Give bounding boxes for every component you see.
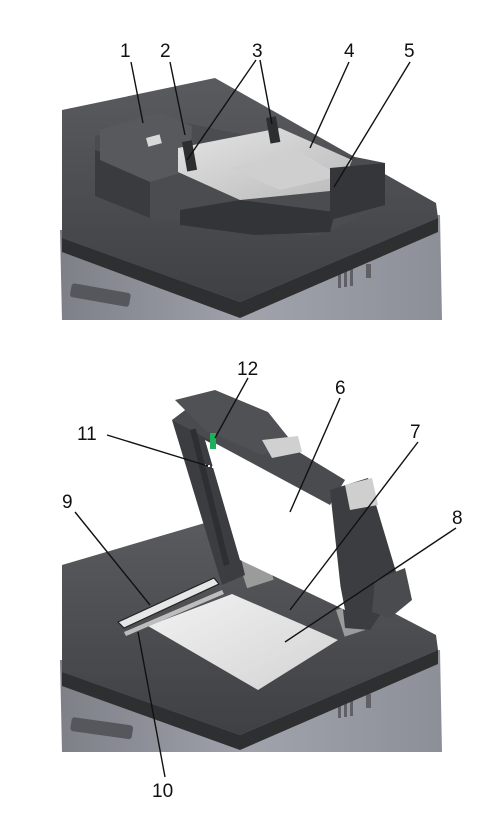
callout-labels: 1 2 3 4 5 6 7 8 9 10 11 12: [62, 41, 463, 802]
leader-9: [74, 511, 151, 606]
callout-10: 10: [152, 781, 173, 802]
original-glass: [148, 594, 338, 690]
original-output-tray: [180, 200, 335, 235]
adf-body-open: [175, 390, 292, 455]
callout-6: 6: [335, 378, 346, 399]
leader-7: [289, 441, 419, 611]
paper-drawer-handle: [70, 283, 131, 307]
leader-11: [106, 434, 209, 467]
leader-3a: [186, 59, 257, 161]
scanner-top-front-edge: [62, 218, 438, 318]
leader-8: [284, 527, 457, 643]
leader-4: [309, 61, 350, 149]
adf-backside-opening: [205, 440, 345, 610]
lateral-guide-right: [266, 116, 281, 144]
callout-11: 11: [77, 424, 97, 445]
callout-8: 8: [452, 508, 463, 529]
callout-5: 5: [404, 41, 415, 62]
original-tray-extension: [230, 152, 340, 190]
callout-2: 2: [160, 41, 171, 62]
bottom-panel-illustration: [60, 390, 442, 752]
callout-9: 9: [62, 492, 73, 513]
adf-cover-release-lever: [146, 134, 162, 147]
adf-front-wing: [372, 568, 412, 618]
side-vent-lower: [338, 694, 371, 718]
leader-1: [130, 61, 144, 124]
leader-3b: [259, 59, 273, 125]
side-vent: [338, 264, 371, 288]
top-panel-illustration: [60, 78, 442, 320]
callout-4: 4: [344, 41, 355, 62]
adf-paper-tray-open: [262, 436, 302, 458]
leader-10: [137, 631, 166, 778]
callout-7: 7: [410, 422, 421, 443]
green-release-lever: [210, 433, 216, 449]
slit-scan-glass: [116, 577, 220, 629]
callout-leader-lines: [74, 59, 457, 778]
adf-side-lamp: [345, 478, 378, 510]
paper-drawer-handle-lower: [70, 717, 134, 740]
leader-2: [169, 61, 186, 136]
leader-12: [214, 377, 249, 439]
glass-guide-strip: [124, 590, 224, 636]
callout-1: 1: [120, 41, 131, 62]
adf-right-wall: [330, 163, 385, 220]
leader-5: [333, 61, 411, 188]
callout-12: 12: [237, 359, 258, 380]
leader-6: [289, 397, 341, 513]
callout-3: 3: [252, 41, 263, 62]
scanner-front-edge: [62, 650, 438, 750]
adf-feed-cover: [100, 112, 192, 182]
